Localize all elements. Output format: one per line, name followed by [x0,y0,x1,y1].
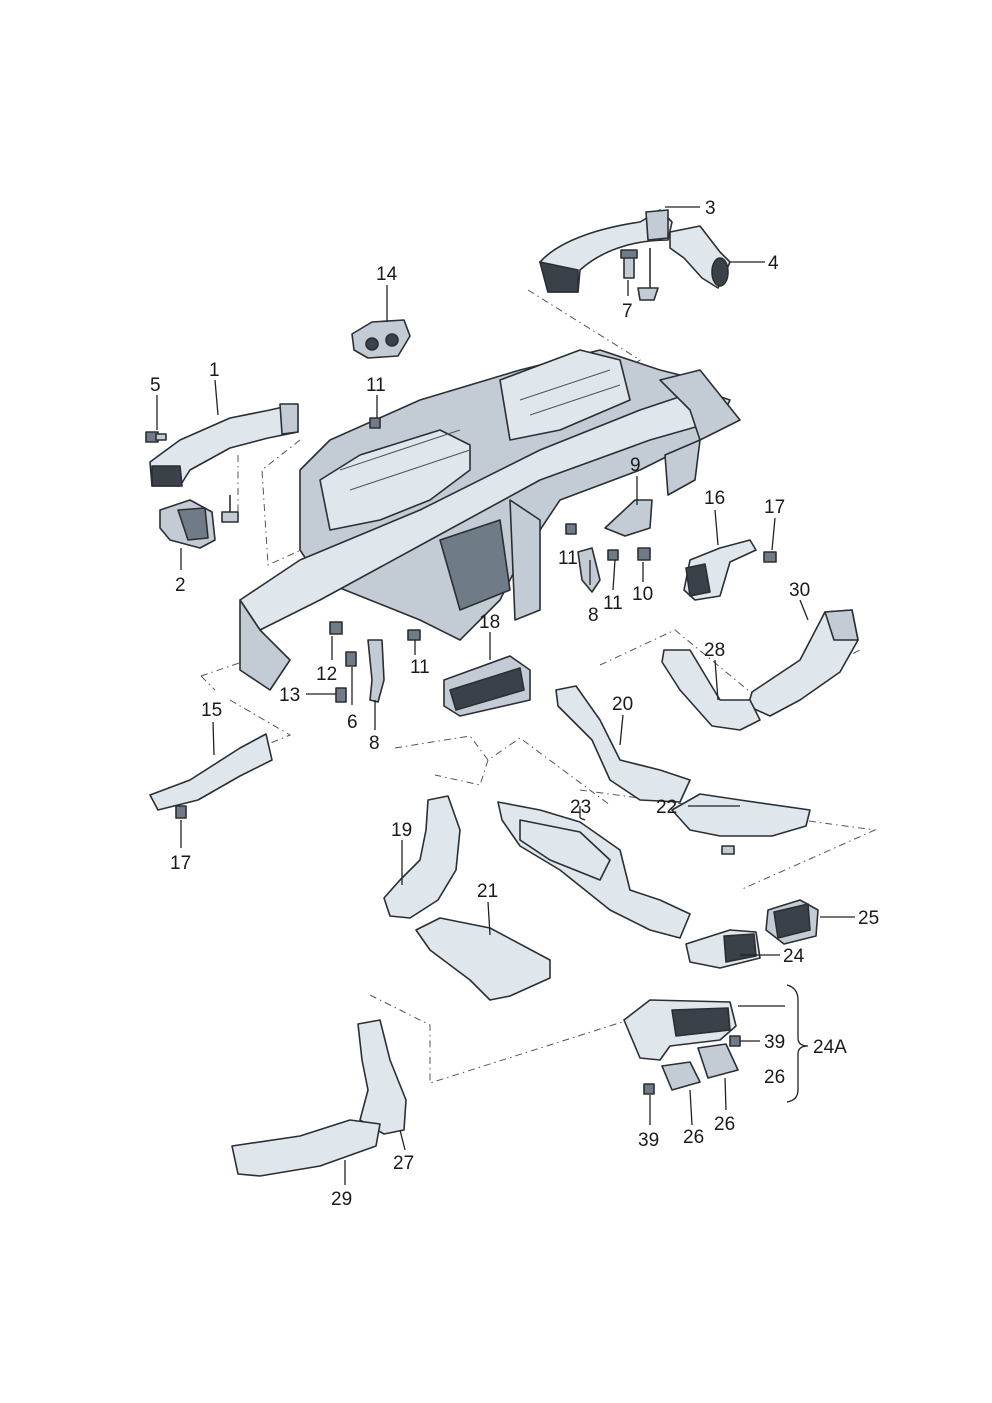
callout-17-top: 17 [764,497,785,518]
part-8-hose [335,639,385,703]
callout-26-lower-right: 26 [714,1114,735,1135]
part-1-duct [149,403,299,487]
callout-39-lower: 39 [638,1130,659,1151]
part-16-duct [683,539,757,601]
part-7-bolt [620,248,659,301]
part-20-duct [555,685,691,803]
part-3-duct [539,209,673,293]
part-4-duct [669,225,731,289]
callout-26-lower-left: 26 [683,1127,704,1148]
callout-19: 19 [391,820,412,841]
callout-1: 1 [209,360,220,381]
leader-lines [156,206,855,1185]
callout-17-lower: 17 [170,853,191,874]
callout-28: 28 [704,640,725,661]
callout-13: 13 [279,685,300,706]
callout-25: 25 [858,908,879,929]
part-22-duct [671,793,811,855]
callout-4: 4 [768,253,779,274]
part-18-vent [443,655,531,717]
callout-11-lower: 11 [410,657,430,678]
callout-16: 16 [704,488,725,509]
callout-22: 22 [656,797,677,818]
callout-5: 5 [150,375,161,396]
callout-3: 3 [705,198,716,219]
part-23-duct [497,801,691,939]
callout-29: 29 [331,1189,352,1210]
callout-6: 6 [347,712,358,733]
callout-26-right: 26 [764,1067,785,1088]
callout-11-top: 11 [366,375,386,396]
callout-24: 24 [783,946,805,967]
callout-10: 10 [632,584,653,605]
part-5-screw [145,431,167,443]
callout-9: 9 [630,455,641,476]
callout-20: 20 [612,694,633,715]
callout-11-right: 11 [603,593,623,614]
part-28-duct [661,649,761,731]
callout-24A: 24A [813,1037,847,1058]
part-30-duct [747,609,859,717]
callout-30: 30 [789,580,810,601]
part-24-vent [685,929,761,969]
part-17-screw-upper [763,551,777,563]
part-14-grommet [351,319,411,359]
callout-15: 15 [201,700,222,721]
callout-39-right: 39 [764,1032,785,1053]
callout-14: 14 [376,264,398,285]
part-9-bracket [604,499,653,537]
callout-23: 23 [570,797,591,818]
part-21-duct [415,917,551,1001]
part-27-duct [357,1019,407,1135]
callout-8-lower: 8 [369,733,380,754]
callout-12: 12 [316,664,337,685]
part-15-duct [149,733,273,819]
part-25-vent [765,899,819,945]
callout-labels: 3 4 7 14 1 5 11 9 16 17 11 8 11 10 2 30 … [150,198,879,1210]
fasteners-center [329,417,651,641]
part-2-bracket [159,495,239,549]
part-24A-vent [623,999,741,1095]
callout-27: 27 [393,1153,414,1174]
callout-21: 21 [477,881,498,902]
callout-2: 2 [175,575,186,596]
callout-8-top: 8 [588,605,599,626]
part-19-duct [383,795,461,919]
callout-18: 18 [479,612,500,633]
callout-7: 7 [622,301,633,322]
callout-11-mid: 11 [558,548,578,569]
part-29-duct [231,1119,381,1177]
dashed-guide-lines [200,289,877,1084]
cross-car-beam [239,369,741,691]
